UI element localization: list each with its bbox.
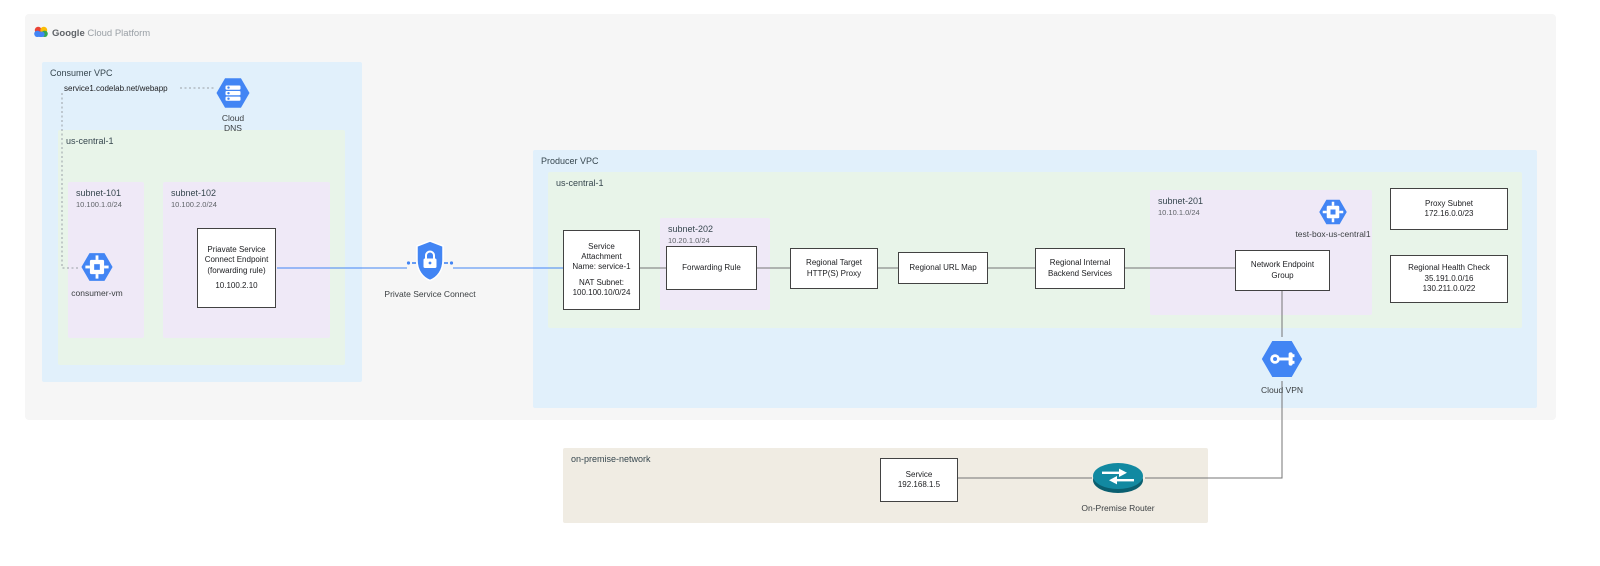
test-box-icon bbox=[1319, 199, 1347, 225]
test-box-label: test-box-us-central1 bbox=[1295, 229, 1371, 239]
private-service-connect-label: Private Service Connect bbox=[384, 289, 476, 299]
service-attachment-line1: Service bbox=[588, 241, 615, 251]
gcp-logo-text-google: Google bbox=[52, 28, 85, 39]
producer-region-label: us-central-1 bbox=[556, 178, 604, 188]
target-proxy-box: Regional Target HTTP(S) Proxy bbox=[790, 248, 878, 289]
service-attachment-line5: 100.100.10/0/24 bbox=[572, 288, 631, 298]
neg-line2: Group bbox=[1271, 270, 1294, 280]
subnet-101-cidr: 10.100.1.0/24 bbox=[76, 199, 122, 209]
service-attachment-line2: Attachment bbox=[581, 251, 622, 261]
gcp-logo-icon bbox=[34, 26, 48, 37]
producer-vpc-label: Producer VPC bbox=[541, 156, 599, 166]
on-premise-network-label: on-premise-network bbox=[571, 454, 651, 464]
on-prem-service-line2: 192.168.1.5 bbox=[897, 480, 941, 489]
service-attachment-line3: Name: service-1 bbox=[572, 262, 631, 272]
on-prem-service-line1: Service bbox=[905, 469, 933, 479]
backend-services-box: Regional Internal Backend Services bbox=[1035, 248, 1125, 289]
neg-line1: Network Endpoint bbox=[1250, 260, 1315, 270]
cloud-vpn-icon bbox=[1261, 341, 1303, 377]
on-premise-router-icon bbox=[1093, 463, 1143, 493]
subnet-202-name: subnet-202 bbox=[668, 224, 714, 234]
gcp-logo-text: Google Cloud Platform bbox=[52, 28, 150, 39]
psc-endpoint-line1: Priavate Service bbox=[207, 244, 266, 254]
target-proxy-line1: Regional Target bbox=[806, 258, 862, 268]
cloud-dns-label-line2: DNS bbox=[224, 123, 242, 134]
dns-record-label: service1.codelab.net/webapp bbox=[64, 84, 168, 93]
cloud-dns-icon bbox=[216, 78, 250, 108]
private-service-connect-icon bbox=[406, 240, 454, 282]
backend-services-line2: Backend Services bbox=[1047, 268, 1113, 278]
health-check-line3: 130.211.0.0/22 bbox=[1422, 284, 1476, 294]
health-check-line2: 35.191.0.0/16 bbox=[1424, 273, 1474, 283]
psc-endpoint-ip: 10.100.2.10 bbox=[215, 280, 258, 290]
cloud-dns-label: Cloud DNS bbox=[208, 113, 258, 133]
psc-endpoint-box: Priavate Service Connect Endpoint (forwa… bbox=[197, 228, 276, 308]
url-map-box: Regional URL Map bbox=[898, 252, 988, 284]
subnet-102-cidr: 10.100.2.0/24 bbox=[171, 199, 217, 209]
consumer-vm-icon bbox=[81, 253, 113, 281]
subnet-202-cidr: 10.20.1.0/24 bbox=[668, 235, 710, 245]
network-endpoint-group-box: Network Endpoint Group bbox=[1235, 250, 1330, 291]
on-premise-router-label: On-Premise Router bbox=[1081, 503, 1155, 513]
proxy-subnet-line2: 172.16.0.0/23 bbox=[1424, 209, 1474, 218]
consumer-vm-label: consumer-vm bbox=[71, 288, 123, 298]
proxy-subnet-line1: Proxy Subnet bbox=[1424, 198, 1474, 208]
backend-services-line1: Regional Internal bbox=[1049, 258, 1111, 268]
url-map-label: Regional URL Map bbox=[909, 262, 977, 272]
forwarding-rule-box: Forwarding Rule bbox=[666, 246, 757, 290]
target-proxy-line2: HTTP(S) Proxy bbox=[806, 268, 862, 278]
gcp-logo-text-rest: Cloud Platform bbox=[87, 28, 151, 39]
subnet-201-name: subnet-201 bbox=[1158, 196, 1204, 206]
subnet-101-name: subnet-101 bbox=[76, 188, 122, 198]
psc-endpoint-line3: (forwarding rule) bbox=[207, 265, 266, 275]
cloud-vpn-label: Cloud VPN bbox=[1260, 385, 1304, 395]
on-prem-service-box: Service 192.168.1.5 bbox=[880, 458, 958, 502]
subnet-102-name: subnet-102 bbox=[171, 188, 217, 198]
consumer-vpc-label: Consumer VPC bbox=[50, 68, 113, 78]
psc-endpoint-line2: Connect Endpoint bbox=[204, 255, 269, 265]
health-check-box: Regional Health Check 35.191.0.0/16 130.… bbox=[1390, 255, 1508, 303]
health-check-line1: Regional Health Check bbox=[1408, 263, 1490, 273]
service-attachment-box: Service Attachment Name: service-1 NAT S… bbox=[563, 230, 640, 310]
consumer-region-label: us-central-1 bbox=[66, 136, 114, 146]
service-attachment-line4: NAT Subnet: bbox=[578, 277, 625, 287]
cloud-dns-label-line1: Cloud bbox=[221, 113, 245, 123]
proxy-subnet-box: Proxy Subnet 172.16.0.0/23 bbox=[1390, 188, 1508, 230]
forwarding-rule-label: Forwarding Rule bbox=[682, 262, 741, 272]
subnet-201-cidr: 10.10.1.0/24 bbox=[1158, 207, 1200, 217]
